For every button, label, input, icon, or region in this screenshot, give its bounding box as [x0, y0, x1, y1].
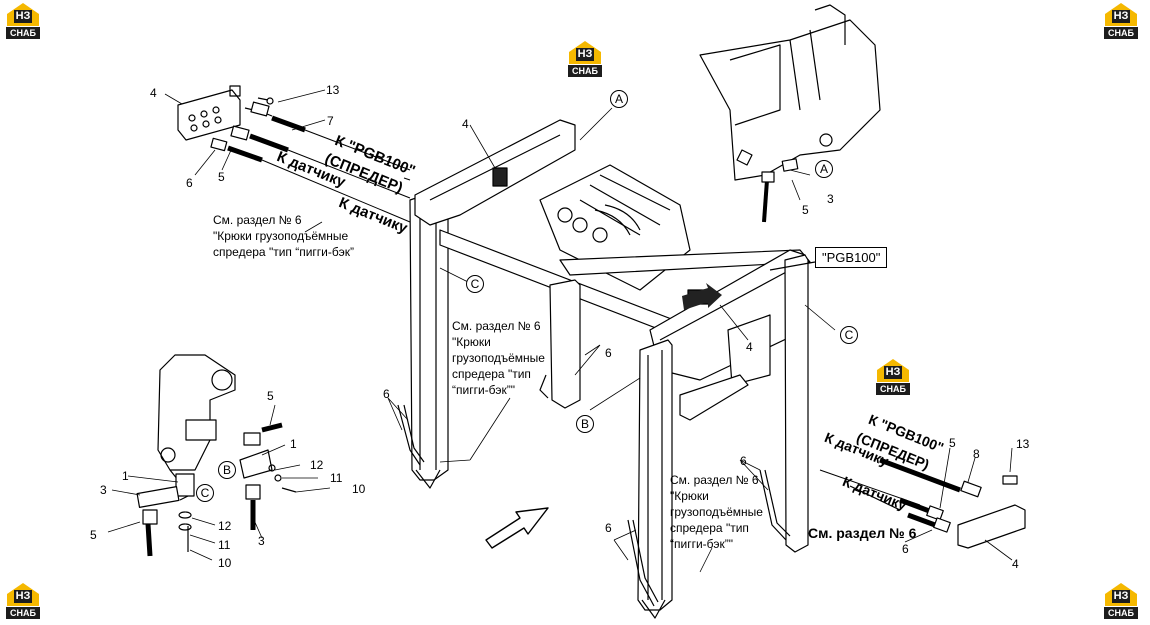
part-number: 7: [327, 114, 334, 128]
logo-word: СНАБ: [1104, 607, 1138, 619]
logo-mark: НЗ: [884, 366, 902, 379]
pgb100-label: "PGB100": [815, 247, 888, 268]
part-number: 11: [218, 538, 231, 552]
part-number: 5: [267, 389, 274, 403]
logo-mark: НЗ: [1112, 10, 1130, 23]
part-number: 10: [352, 482, 366, 496]
part-number: 6: [740, 454, 747, 468]
cables-left: [210, 97, 411, 223]
brand-logo: НЗ СНАБ: [1104, 2, 1138, 40]
logo-mark: НЗ: [14, 10, 32, 23]
part-number: 4: [746, 340, 753, 354]
part-number: 5: [218, 170, 225, 184]
logo-word: СНАБ: [6, 27, 40, 39]
part-number: 3: [258, 534, 265, 548]
part-number: 8: [973, 447, 980, 461]
part-number: 1: [290, 437, 297, 451]
callout-a-detail: A: [815, 160, 833, 178]
callout-b-detail: B: [218, 461, 236, 479]
part-number: 5: [949, 436, 956, 450]
part-number: 12: [310, 458, 324, 472]
part-number: 6: [383, 387, 390, 401]
brand-logo: НЗ СНАБ: [6, 582, 40, 620]
detail-view-a: [699, 4, 881, 223]
callout-c-left: C: [466, 275, 484, 293]
connector-bracket-top-left: [177, 85, 241, 141]
part-number: 5: [802, 203, 809, 217]
part-number: 10: [218, 556, 232, 570]
part-number: 1: [122, 469, 129, 483]
part-number: 13: [326, 83, 340, 97]
caption-see-section-right: См. раздел № 6: [808, 525, 917, 541]
part-number: 3: [100, 483, 107, 497]
part-number: 6: [605, 346, 612, 360]
logo-word: СНАБ: [1104, 27, 1138, 39]
part-number: 13: [1016, 437, 1030, 451]
part-number: 12: [218, 519, 232, 533]
brand-logo: НЗ СНАБ: [876, 358, 910, 396]
part-number: 4: [1012, 557, 1019, 571]
connector-bracket-bottom-right: [819, 457, 1026, 549]
part-number: 6: [186, 176, 193, 190]
part-number: 11: [330, 471, 343, 485]
logo-word: СНАБ: [6, 607, 40, 619]
callout-c-right: C: [840, 326, 858, 344]
callout-b-main: B: [576, 415, 594, 433]
part-number: 5: [90, 528, 97, 542]
logo-word: СНАБ: [876, 383, 910, 395]
part-number: 4: [150, 86, 157, 100]
part-number: 6: [902, 542, 909, 556]
part-number: 4: [462, 117, 469, 131]
brand-logo: НЗ СНАБ: [1104, 582, 1138, 620]
part-number: 3: [827, 192, 834, 206]
logo-mark: НЗ: [14, 590, 32, 603]
callout-a-main: A: [610, 90, 628, 108]
brand-logo: НЗ СНАБ: [6, 2, 40, 40]
logo-word: СНАБ: [568, 65, 602, 77]
spreader-frame: [397, 119, 811, 619]
part-number: 6: [605, 521, 612, 535]
callout-c-detail: C: [196, 484, 214, 502]
logo-mark: НЗ: [576, 48, 594, 61]
logo-mark: НЗ: [1112, 590, 1130, 603]
detail-view-b-c: [136, 354, 297, 557]
brand-logo: НЗ СНАБ: [568, 40, 602, 78]
